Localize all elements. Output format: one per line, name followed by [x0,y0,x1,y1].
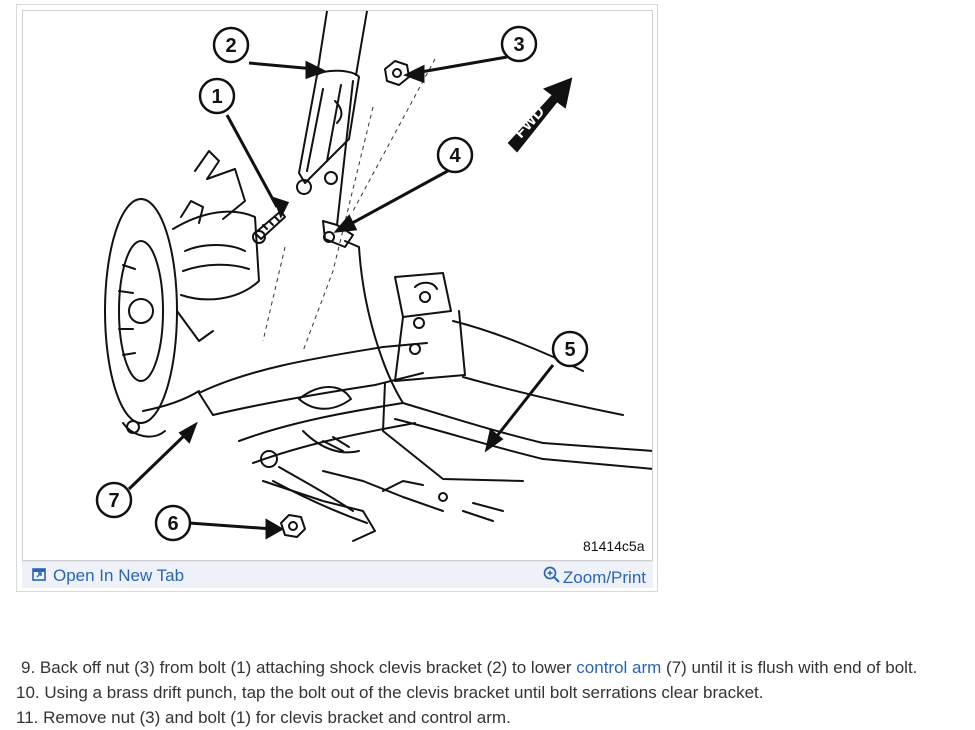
step-text: (7) until it is flush with end of bolt. [666,658,918,677]
zoom-in-icon [543,566,561,589]
svg-text:4: 4 [449,145,461,167]
diagram-drawing: FWD 2 3 1 4 5 [95,11,652,554]
step-text: Remove nut (3) and bolt (1) for clevis b… [43,708,511,727]
svg-text:7: 7 [108,490,119,512]
figure-container: FWD 2 3 1 4 5 [16,4,658,592]
step-10: 10. Using a brass drift punch, tap the b… [16,680,971,705]
svg-text:3: 3 [513,34,524,56]
step-text: Using a brass drift punch, tap the bolt … [44,683,764,702]
forward-arrow-icon: FWD [507,77,573,153]
zoom-print-link[interactable]: Zoom/Print [543,566,646,589]
step-text: Back off nut (3) from bolt (1) attaching… [39,658,572,677]
open-new-tab-link[interactable]: Open In New Tab [32,566,184,586]
svg-text:5: 5 [564,339,575,361]
step-number: 9. [21,658,36,677]
suspension-illustration: FWD 2 3 1 4 5 [22,10,653,561]
step-number: 10. [16,683,40,702]
svg-text:1: 1 [211,86,222,108]
procedure-steps: 9. Back off nut (3) from bolt (1) attach… [16,655,971,730]
zoom-print-label: Zoom/Print [562,567,646,587]
control-arm-link[interactable]: control arm [576,658,662,677]
figure-toolbar: Open In New Tab Zoom/Print [22,561,653,588]
figure-id: 81414c5a [583,538,645,554]
open-new-tab-label: Open In New Tab [53,566,185,585]
svg-text:6: 6 [167,513,178,535]
open-new-tab-icon [32,566,47,586]
callout-5: 5 [551,330,589,368]
step-9: 9. Back off nut (3) from bolt (1) attach… [16,655,971,680]
callout-1: 1 [198,77,236,115]
callout-2: 2 [212,26,250,64]
step-number: 11. [16,708,39,727]
callout-3: 3 [500,25,538,63]
callout-4: 4 [436,136,474,174]
callout-6: 6 [154,504,192,542]
step-11: 11. Remove nut (3) and bolt (1) for clev… [16,705,971,730]
callout-7: 7 [95,481,133,519]
svg-text:2: 2 [225,35,236,57]
